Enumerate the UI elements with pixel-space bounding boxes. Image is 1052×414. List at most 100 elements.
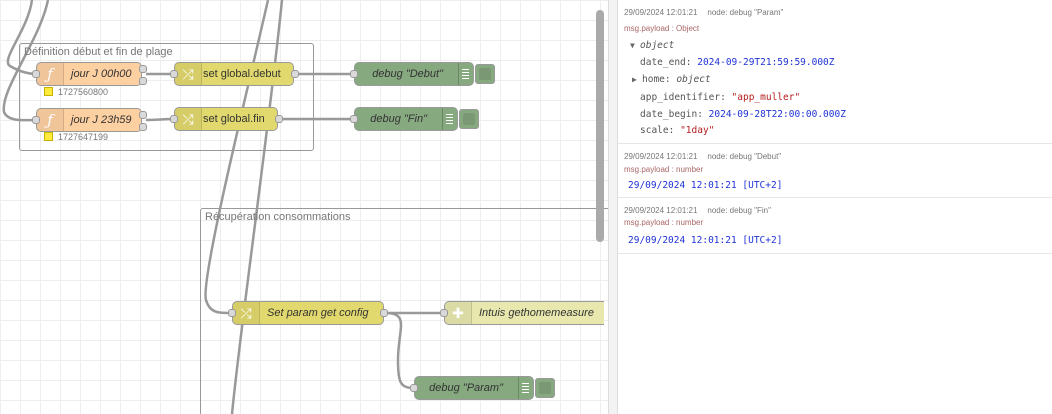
field-key: scale <box>640 125 669 136</box>
input-port[interactable] <box>350 115 358 123</box>
field-key: date_begin <box>640 109 698 120</box>
input-port[interactable] <box>32 116 40 124</box>
node-label: debug "Param" <box>429 382 503 394</box>
input-port[interactable] <box>170 115 178 123</box>
output-port[interactable] <box>139 77 147 85</box>
output-port[interactable] <box>291 70 299 78</box>
function-icon: ƒ <box>37 109 64 131</box>
debug-toggle-button[interactable] <box>459 109 479 129</box>
debug-message[interactable]: 29/09/2024 12:01:21 node: debug "Debut" m… <box>618 144 1052 198</box>
debug-toggle-button[interactable] <box>475 64 495 84</box>
debug-sidebar: 29/09/2024 12:01:21 node: debug "Param" m… <box>618 0 1052 414</box>
debug-message[interactable]: 29/09/2024 12:01:21 node: debug "Fin" msg… <box>618 198 1052 254</box>
node-label: set global.debut <box>203 68 281 80</box>
output-port[interactable] <box>380 309 388 317</box>
field-key: app_identifier <box>640 92 721 103</box>
input-port[interactable] <box>228 309 236 317</box>
object-field: date_end: 2024-09-29T21:59:59.000Z <box>640 57 835 68</box>
wire-passthrough <box>230 0 284 414</box>
output-port[interactable] <box>139 65 147 73</box>
object-field: date_begin: 2024-09-28T22:00:00.000Z <box>640 109 846 120</box>
flow-canvas[interactable]: Définition début et fin de plage Récupér… <box>0 0 608 414</box>
caret-down-icon: ▼ <box>630 41 635 50</box>
node-status: 1727647199 <box>44 132 108 142</box>
debug-message[interactable]: 29/09/2024 12:01:21 node: debug "Param" m… <box>618 0 1052 144</box>
field-value: object <box>676 74 711 85</box>
node-debug-debut[interactable]: debug "Debut" <box>354 62 474 86</box>
message-timestamp: 29/09/2024 12:01:21 <box>624 8 698 17</box>
message-value[interactable]: 29/09/2024 12:01:21 [UTC+2] <box>628 180 783 191</box>
output-port[interactable] <box>275 115 283 123</box>
message-topic: msg.payload : number <box>624 165 704 174</box>
node-label: jour J 00h00 <box>71 68 132 80</box>
input-port[interactable] <box>440 309 448 317</box>
status-text: 1727560800 <box>58 87 109 97</box>
list-icon <box>442 108 455 130</box>
message-meta: 29/09/2024 12:01:21 node: debug "Fin" <box>624 206 771 215</box>
message-node-link[interactable]: node: debug "Fin" <box>707 206 771 215</box>
node-set-global-debut[interactable]: ⤮ set global.debut <box>174 62 294 86</box>
field-key: date_end <box>640 57 686 68</box>
node-intuis-gethomemeasure[interactable]: ✚ Intuis gethomemeasure <box>444 301 604 325</box>
wire-set-param-to-debug-param <box>385 311 415 390</box>
shuffle-icon: ⤮ <box>175 63 202 85</box>
message-node-link[interactable]: node: debug "Debut" <box>707 152 782 161</box>
field-value: 2024-09-29T21:59:59.000Z <box>697 57 835 68</box>
status-indicator <box>44 87 53 96</box>
node-label: jour J 23h59 <box>71 114 132 126</box>
wire-into-jour-j-23h59 <box>2 0 50 122</box>
field-value: "1day" <box>680 125 715 136</box>
function-icon: ƒ <box>37 63 64 85</box>
object-type: object <box>640 40 675 51</box>
group-definition-plage[interactable]: Définition début et fin de plage <box>19 43 314 151</box>
shuffle-icon: ⤮ <box>175 108 202 130</box>
message-timestamp: 29/09/2024 12:01:21 <box>624 152 698 161</box>
object-root[interactable]: ▼ object <box>630 40 674 51</box>
node-label: Intuis gethomemeasure <box>479 307 594 319</box>
message-topic: msg.payload : number <box>624 218 704 227</box>
input-port[interactable] <box>350 70 358 78</box>
caret-right-icon: ▶ <box>632 75 637 84</box>
input-port[interactable] <box>32 70 40 78</box>
sidebar-splitter[interactable] <box>608 0 618 414</box>
field-value: 2024-09-28T22:00:00.000Z <box>708 109 846 120</box>
output-port[interactable] <box>139 111 147 119</box>
node-label: debug "Fin" <box>370 113 427 125</box>
wire-into-jour-j-00h00 <box>6 0 37 76</box>
status-text: 1727647199 <box>58 132 109 142</box>
node-label: debug "Debut" <box>372 68 443 80</box>
node-label: set global.fin <box>203 113 265 125</box>
shuffle-icon: ⤮ <box>233 302 260 324</box>
node-jour-j-23h59[interactable]: ƒ jour J 23h59 <box>36 108 142 132</box>
status-indicator <box>44 132 53 141</box>
node-label: Set param get config <box>267 307 369 319</box>
field-value: "app_muller" <box>731 92 801 103</box>
plugin-icon: ✚ <box>445 302 472 324</box>
message-value[interactable]: 29/09/2024 12:01:21 [UTC+2] <box>628 235 783 246</box>
group-recuperation-consommations[interactable]: Récupération consommations <box>200 208 608 414</box>
node-set-param-get-config[interactable]: ⤮ Set param get config <box>232 301 384 325</box>
message-meta: 29/09/2024 12:01:21 node: debug "Debut" <box>624 152 781 161</box>
debug-toggle-button[interactable] <box>535 378 555 398</box>
canvas-scrollbar[interactable] <box>596 10 604 242</box>
input-port[interactable] <box>410 384 418 392</box>
message-node-link[interactable]: node: debug "Param" <box>707 8 784 17</box>
list-icon <box>458 63 471 85</box>
message-meta: 29/09/2024 12:01:21 node: debug "Param" <box>624 8 783 17</box>
group-label: Récupération consommations <box>205 211 351 223</box>
node-debug-param[interactable]: debug "Param" <box>414 376 534 400</box>
output-port[interactable] <box>139 123 147 131</box>
group-label: Définition début et fin de plage <box>24 46 173 58</box>
field-key: home <box>642 74 665 85</box>
object-field: app_identifier: "app_muller" <box>640 92 801 103</box>
object-field[interactable]: ▶home: object <box>632 74 711 85</box>
message-timestamp: 29/09/2024 12:01:21 <box>624 206 698 215</box>
node-set-global-fin[interactable]: ⤮ set global.fin <box>174 107 278 131</box>
node-jour-j-00h00[interactable]: ƒ jour J 00h00 <box>36 62 142 86</box>
input-port[interactable] <box>170 70 178 78</box>
list-icon <box>518 377 531 399</box>
node-debug-fin[interactable]: debug "Fin" <box>354 107 458 131</box>
message-topic: msg.payload : Object <box>624 24 700 33</box>
object-field: scale: "1day" <box>640 125 715 136</box>
node-status: 1727560800 <box>44 87 108 97</box>
